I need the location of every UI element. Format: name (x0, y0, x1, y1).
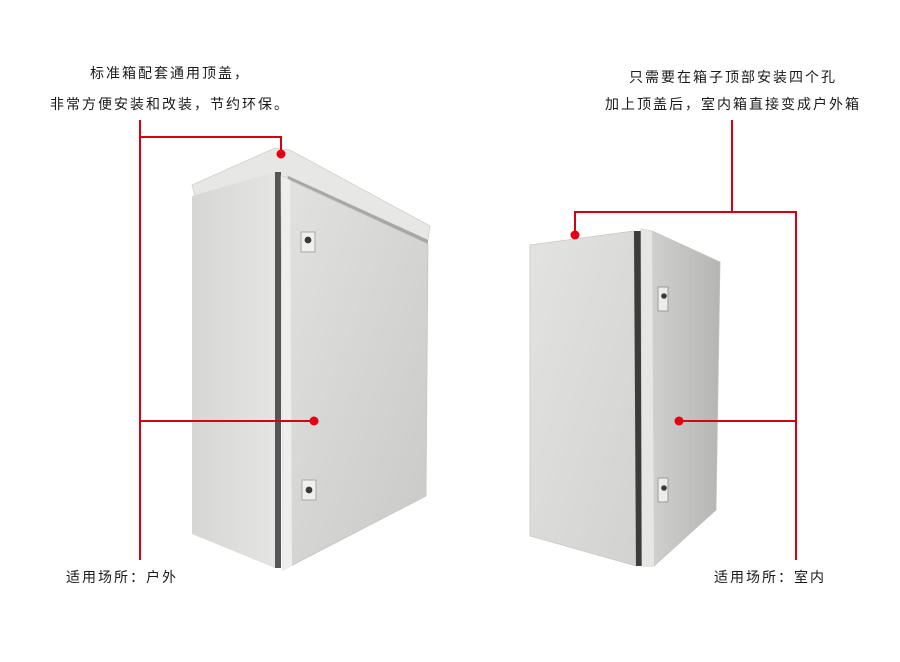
left-callout-top-drop (280, 136, 282, 152)
right-callout-left-drop (574, 211, 576, 233)
left-callout-vertical (139, 120, 141, 560)
right-caption-line-2: 加上顶盖后，室内箱直接变成户外箱 (605, 97, 861, 113)
left-callout-mid-horizontal (139, 420, 314, 422)
right-callout-top-horizontal (574, 211, 797, 213)
right-caption-line-1: 只需要在箱子顶部安装四个孔 (629, 70, 837, 86)
left-caption-line-2: 非常方便安装和改装，节约环保。 (50, 97, 290, 113)
outdoor-cabinet (191, 147, 431, 571)
right-callout-mid-horizontal (679, 420, 796, 422)
callout-dot-top-cover (276, 149, 286, 159)
latch-icon (657, 286, 669, 312)
callout-dot-indoor-body (674, 416, 684, 426)
right-callout-top-vertical (731, 120, 733, 212)
latch-icon (657, 477, 669, 503)
right-usage-label: 适用场所：室内 (714, 570, 826, 586)
right-callout-right-vertical (795, 211, 797, 560)
lock-icon (300, 231, 316, 253)
indoor-cabinet (529, 228, 721, 567)
lock-icon (301, 479, 317, 501)
left-callout-top-horizontal (139, 136, 281, 138)
left-caption-line-1: 标准箱配套通用顶盖， (90, 66, 250, 82)
left-usage-label: 适用场所：户外 (66, 570, 178, 586)
callout-dot-outdoor-body (309, 416, 319, 426)
callout-dot-indoor-top (570, 230, 580, 240)
